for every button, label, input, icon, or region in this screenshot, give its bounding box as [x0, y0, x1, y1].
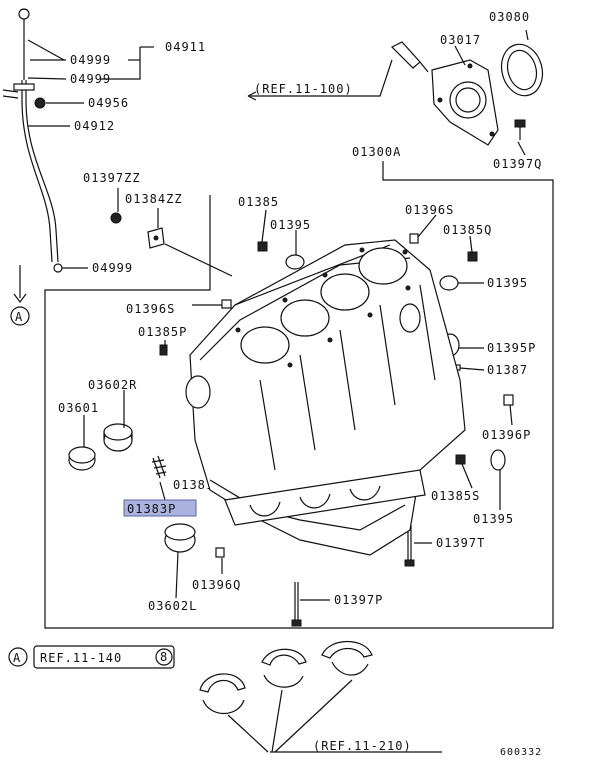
label-01397p: 01397P: [334, 593, 383, 607]
label-01383p[interactable]: 01383P: [127, 502, 176, 516]
label-circle-8: 8: [160, 650, 168, 664]
label-01395-c: 01395: [473, 512, 514, 526]
label-01396p: 01396P: [482, 428, 531, 442]
bolt-01397zz: [110, 212, 122, 224]
oil-seal-ring: [500, 43, 544, 97]
label-01387: 01387: [487, 363, 528, 377]
label-01395-a: 01395: [270, 218, 311, 232]
svg-text:A: A: [15, 310, 23, 324]
label-01385p: 01385P: [138, 325, 187, 339]
pin-01396q: [215, 547, 225, 558]
label-01396q: 01396Q: [192, 578, 241, 592]
label-ref-11-100: (REF.11-100): [254, 82, 353, 96]
label-01385s: 01385S: [431, 489, 480, 503]
label-04956: 04956: [88, 96, 129, 110]
bolt-01397q: [514, 119, 526, 140]
ref-11-140-box: REF.11-140 8: [33, 645, 175, 669]
label-03602r: 03602R: [88, 378, 137, 392]
bearing-03602l: [164, 523, 196, 553]
label-01385q: 01385Q: [443, 223, 492, 237]
label-03017: 03017: [440, 33, 481, 47]
svg-text:A: A: [13, 651, 21, 665]
label-ref-11-210: (REF.11-210): [313, 739, 412, 753]
label-01397zz: 01397ZZ: [83, 171, 141, 185]
main-frame: [44, 161, 554, 629]
bolt-01397p: [291, 582, 302, 627]
label-04999-a: 04999: [70, 53, 111, 67]
label-04999-b: 04999: [70, 72, 111, 86]
highlight-01383p: [123, 499, 197, 517]
bearing-03602r: [103, 423, 133, 452]
plug-01385: [257, 241, 268, 252]
label-01396s-b: 01396S: [126, 302, 175, 316]
label-04999-c: 04999: [92, 261, 133, 275]
label-01397t: 01397T: [436, 536, 485, 550]
plug-01395-b: [439, 275, 459, 291]
label-01385: 01385: [238, 195, 279, 209]
circle-a-marker: A: [10, 306, 30, 326]
dipstick-assembly: [2, 8, 63, 303]
pin-01396s-a: [409, 233, 419, 244]
bearing-03601: [68, 446, 96, 471]
label-ref-11-140: REF.11-140: [40, 651, 122, 665]
label-01395p: 01395P: [487, 341, 536, 355]
plug-01385p: [159, 344, 168, 356]
label-03601: 03601: [58, 401, 99, 415]
label-01300a: 01300A: [352, 145, 401, 159]
label-03080: 03080: [489, 10, 530, 24]
rear-oil-seal-housing: [431, 59, 499, 146]
pin-01396p: [503, 394, 514, 406]
label-01397q: 01397Q: [493, 157, 542, 171]
plug-01395-c: [490, 449, 506, 471]
diagram-number: 600332: [500, 747, 542, 758]
bracket-01384zz: [147, 227, 165, 249]
sealant-tube: [390, 41, 429, 73]
pin-01396s-b: [221, 299, 232, 309]
label-04911: 04911: [165, 40, 206, 54]
crank-thrust-bearings: [199, 641, 373, 714]
plug-01385q: [467, 251, 478, 262]
label-01384zz: 01384ZZ: [125, 192, 183, 206]
circle-a-bottom: A: [8, 647, 28, 667]
stud-01383p: [151, 455, 167, 479]
label-01395-b: 01395: [487, 276, 528, 290]
label-03602l: 03602L: [148, 599, 197, 613]
plug-01385s: [455, 454, 466, 465]
plug-01395-a: [285, 254, 305, 270]
label-04912: 04912: [74, 119, 115, 133]
cylinder-block: [185, 239, 466, 556]
label-01396s-a: 01396S: [405, 203, 454, 217]
label-01381: 01381: [173, 478, 214, 492]
